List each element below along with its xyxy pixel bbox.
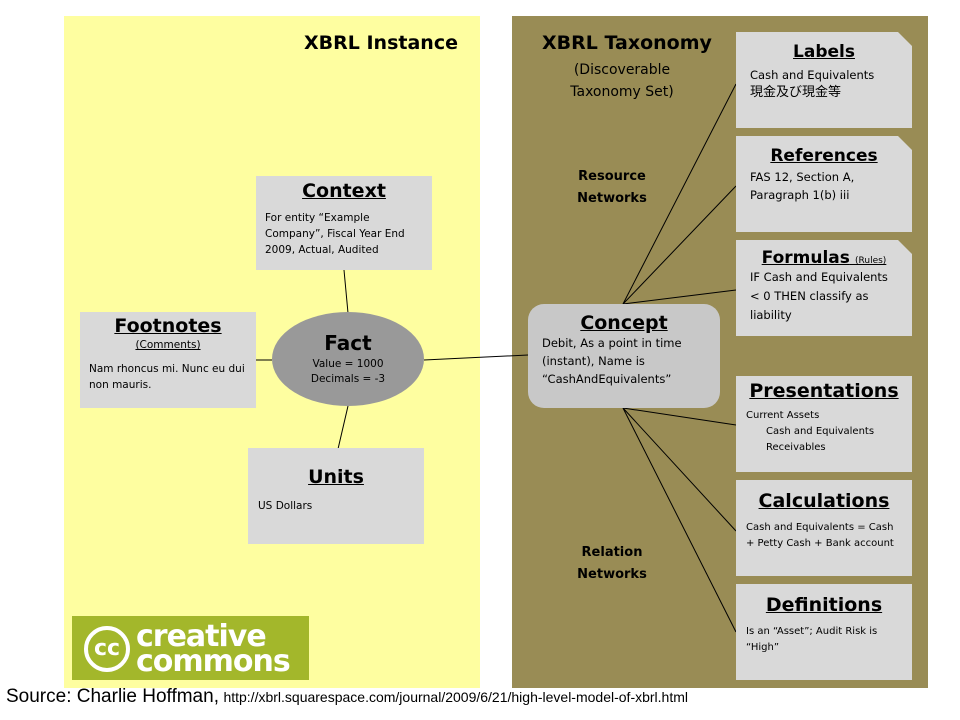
footnotes-title: Footnotes bbox=[114, 315, 222, 337]
calculations-box: Calculations Cash and Equivalents = Cash… bbox=[736, 480, 912, 576]
presentations-title: Presentations bbox=[749, 380, 899, 402]
cc-logo-creative: creative bbox=[136, 619, 267, 654]
definitions-text: Is an “Asset”; Audit Risk is “High” bbox=[746, 626, 878, 653]
definitions-box: Definitions Is an “Asset”; Audit Risk is… bbox=[736, 584, 912, 680]
concept-formulas-link bbox=[622, 289, 737, 305]
formulas-rules: (Rules) bbox=[855, 256, 887, 266]
fact-value: Value = 1000 bbox=[312, 358, 384, 370]
calculations-title: Calculations bbox=[758, 490, 890, 512]
fact-ellipse: Fact Value = 1000 Decimals = -3 bbox=[272, 312, 424, 406]
concept-presentations-link bbox=[622, 407, 737, 426]
units-text: US Dollars bbox=[258, 500, 313, 512]
creative-commons-logo: cc creative commons bbox=[72, 616, 309, 680]
fact-decimals: Decimals = -3 bbox=[310, 373, 386, 385]
calculations-text: Cash and Equivalents = Cash + Petty Cash… bbox=[746, 522, 894, 549]
concept-definitions-link bbox=[622, 407, 737, 633]
concept-labels-link bbox=[622, 83, 737, 305]
references-line1: FAS 12, Section A, bbox=[750, 170, 855, 184]
context-box: Context For entity “Example Company”, Fi… bbox=[256, 176, 432, 270]
fact-title: Fact bbox=[324, 331, 372, 355]
taxonomy-title: XBRL Taxonomy bbox=[542, 32, 712, 54]
labels-text-ja: 現金及び現金等 bbox=[750, 85, 842, 100]
presentations-item: Receivables bbox=[766, 442, 826, 453]
fact-context-link bbox=[343, 269, 349, 314]
formulas-text: IF Cash and Equivalents < 0 THEN classif… bbox=[750, 270, 888, 322]
presentations-item: Cash and Equivalents bbox=[766, 426, 875, 437]
references-line2: Paragraph 1(b) iii bbox=[750, 188, 850, 202]
footnotes-box: Footnotes (Comments) Nam rhoncus mi. Nun… bbox=[80, 312, 256, 408]
footnotes-subtitle: (Comments) bbox=[135, 339, 201, 351]
concept-box: Concept Debit, As a point in time (insta… bbox=[528, 304, 720, 408]
concept-text: Debit, As a point in time (instant), Nam… bbox=[542, 336, 682, 386]
concept-calculations-link bbox=[622, 407, 737, 532]
labels-title: Labels bbox=[793, 42, 855, 62]
cc-logo-commons: commons bbox=[136, 644, 291, 679]
source-prefix: Source: Charlie Hoffman, bbox=[6, 686, 219, 707]
formulas-title: Formulas bbox=[761, 248, 850, 268]
context-text: For entity “Example Company”, Fiscal Yea… bbox=[265, 212, 405, 256]
cc-circle-icon: cc bbox=[84, 626, 130, 672]
units-title: Units bbox=[308, 466, 364, 488]
units-box: Units US Dollars bbox=[248, 448, 424, 544]
references-title: References bbox=[770, 146, 878, 166]
fact-units-link bbox=[337, 405, 349, 450]
concept-references-link bbox=[622, 185, 737, 305]
formulas-heading: Formulas (Rules) bbox=[750, 248, 898, 268]
fact-concept-link bbox=[423, 354, 529, 361]
references-box: References FAS 12, Section A, Paragraph … bbox=[736, 136, 912, 232]
footnotes-text: Nam rhoncus mi. Nunc eu dui non mauris. bbox=[89, 363, 245, 391]
context-title: Context bbox=[302, 180, 386, 202]
definitions-title: Definitions bbox=[765, 594, 883, 616]
formulas-box: Formulas (Rules) IF Cash and Equivalents… bbox=[736, 240, 912, 336]
concept-title: Concept bbox=[580, 312, 668, 334]
labels-box: Labels Cash and Equivalents 現金及び現金等 bbox=[736, 32, 912, 128]
presentations-item: Current Assets bbox=[746, 410, 820, 421]
source-citation: Source: Charlie Hoffman, http://xbrl.squ… bbox=[6, 686, 688, 708]
instance-title: XBRL Instance bbox=[304, 32, 458, 54]
presentations-box: Presentations Current Assets Cash and Eq… bbox=[736, 376, 912, 472]
source-url[interactable]: http://xbrl.squarespace.com/journal/2009… bbox=[223, 689, 689, 705]
labels-text-en: Cash and Equivalents bbox=[750, 68, 875, 82]
